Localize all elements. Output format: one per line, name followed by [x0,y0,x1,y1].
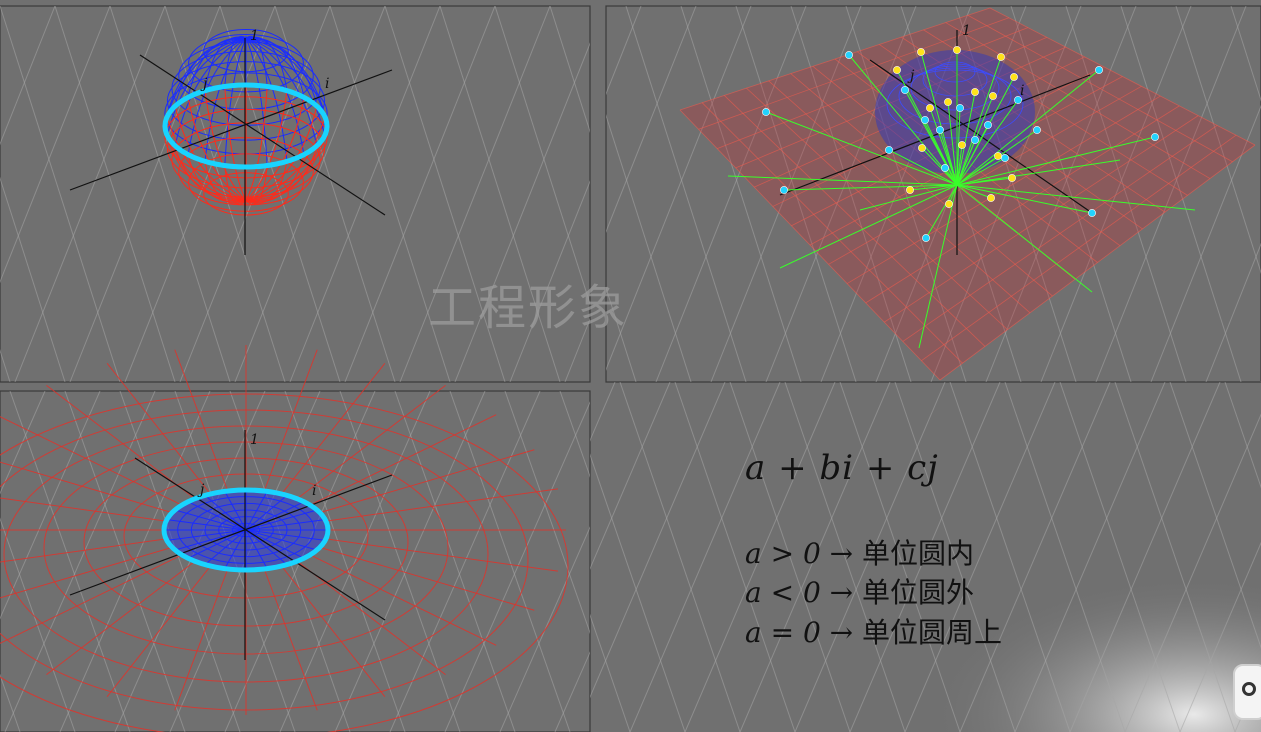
red-plane [680,8,1255,380]
formula: a + bi + cj [745,448,939,488]
outer-red-web [0,345,569,732]
inner-disk-mesh [164,490,328,570]
axis-label-real: 1 [250,28,259,44]
axis-label-j-bl: j [197,482,205,498]
sphere-view: 1 j i [69,28,393,255]
upper-hemisphere-mesh [163,28,329,168]
axes-top-left [69,38,393,255]
rule-outside-math: a < 0 → [745,576,854,609]
unit-circle-ring [162,82,330,170]
axes-bottom-left [69,430,393,660]
bilibili-logo-icon [1233,664,1261,720]
axis-label-i-bl: i [312,483,316,499]
point-cloud-view: 1 j i [679,7,1256,381]
axis-label-i-tr: i [1020,83,1024,99]
panel-frames [0,5,1261,732]
watermark-text: 工程形象 [428,280,629,336]
ray-lines [727,50,1196,349]
axis-label-i: i [325,76,329,92]
axis-label-real-tr: 1 [962,23,971,39]
rule-inside: a > 0 → 单位圆内 [745,532,974,572]
rule-inside-math: a > 0 → [745,537,854,570]
rule-outside: a < 0 → 单位圆外 [745,571,974,611]
axis-label-j: j [200,76,208,92]
rule-outside-text: 单位圆外 [862,576,975,609]
floor-grid-top-right [606,6,1261,382]
rule-on-circle: a = 0 → 单位圆周上 [745,611,1002,651]
disk-view: 1 j i [0,345,569,732]
rule-inside-text: 单位圆内 [862,537,975,570]
axis-label-real-bl: 1 [250,432,259,448]
lower-hemisphere-mesh [163,84,329,216]
unit-circle-ring-bottom [161,487,331,573]
point-markers [762,46,1159,242]
floor-grid-bottom-right [590,382,1261,732]
rule-on-circle-math: a = 0 → [745,616,854,649]
rule-on-circle-text: 单位圆周上 [862,616,1003,649]
axis-label-j-tr: j [907,68,915,84]
